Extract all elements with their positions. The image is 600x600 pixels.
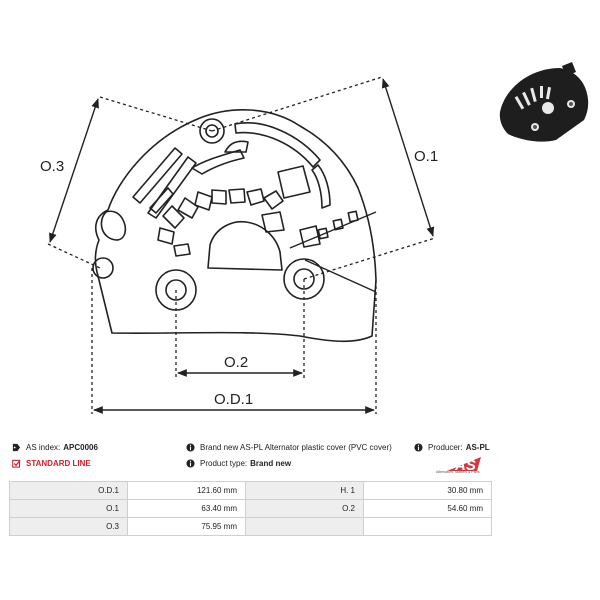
cover-outline (94, 109, 377, 343)
cover-edge-line (289, 211, 377, 249)
spec-key (245, 517, 364, 536)
spec-key: O.D.1 (9, 481, 128, 500)
mounting-holes (92, 118, 325, 311)
standard-line-label: STANDARD LINE (26, 459, 91, 468)
label-o1: O.1 (414, 148, 438, 165)
product-type-value: Brand new (250, 459, 292, 468)
standard-line-row: STANDARD LINE (12, 459, 91, 468)
spec-value: 121.60 mm (127, 481, 246, 500)
description-text: Brand new AS-PL Alternator plastic cover… (200, 443, 392, 452)
producer-label: Producer: (428, 443, 463, 452)
info-icon (186, 459, 195, 468)
spec-value: 30.80 mm (363, 481, 492, 500)
tag-icon (12, 443, 21, 452)
technical-drawing: O.3 O.1 O.2 O.D.1 (40, 62, 589, 414)
as-index-label: AS index: (26, 443, 61, 452)
checkbox-icon (12, 459, 21, 468)
hole-left (92, 257, 114, 279)
spec-value: 75.95 mm (127, 517, 246, 536)
specs-table: O.D.1 121.60 mm H. 1 30.80 mm O.1 63.40 … (9, 481, 492, 536)
as-index-value: APC0006 (63, 443, 98, 452)
spec-key: H. 1 (245, 481, 364, 500)
table-row: O.D.1 121.60 mm H. 1 30.80 mm (9, 481, 492, 500)
label-o2: O.2 (224, 354, 248, 371)
hole-top (199, 118, 225, 144)
table-row: O.1 63.40 mm O.2 54.60 mm (9, 499, 492, 518)
spec-key: O.3 (9, 517, 128, 536)
dimension-arrows (49, 78, 435, 414)
table-row: O.3 75.95 mm (9, 517, 492, 536)
as-logo: AS (447, 457, 481, 474)
spec-value (363, 517, 492, 536)
spec-key: O.1 (9, 499, 128, 518)
description-row: Brand new AS-PL Alternator plastic cover… (186, 443, 392, 452)
product-type-label: Product type: (200, 459, 248, 468)
label-o3: O.3 (40, 158, 64, 175)
logo-text: AS (454, 457, 476, 474)
dim-o3-line (49, 98, 99, 243)
producer-value: AS-PL (465, 443, 490, 452)
dim-o1-line (381, 78, 435, 237)
logo-subtitle: Alternators, Starters & Parts (436, 470, 480, 474)
product-photo (499, 62, 589, 142)
info-icon (186, 443, 195, 452)
as-index-row: AS index: APC0006 (12, 443, 98, 452)
spec-value: 54.60 mm (363, 499, 492, 518)
cover-edge-line-2 (304, 259, 377, 293)
spec-key: O.2 (245, 499, 364, 518)
label-od1: O.D.1 (214, 391, 253, 408)
spec-value: 63.40 mm (127, 499, 246, 518)
info-icon (414, 443, 423, 452)
product-type-row: Product type: Brand new (186, 459, 291, 468)
dimension-guides (47, 76, 436, 414)
producer-row: Producer: AS-PL (414, 443, 490, 452)
